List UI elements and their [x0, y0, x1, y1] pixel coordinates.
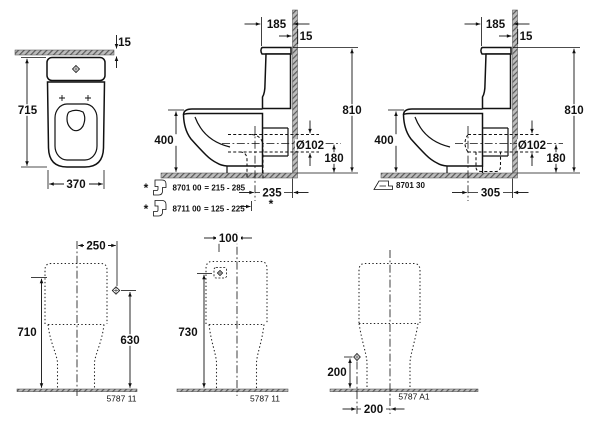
- floor-section-hatch: [160, 172, 298, 179]
- model-number: 5787 11: [106, 394, 136, 404]
- tank-outline-dashed: [205, 260, 268, 324]
- dim-outlet-height: 180: [546, 153, 565, 165]
- dim-outlet-to-wall: 305: [481, 188, 501, 200]
- pedestal-left: [358, 323, 368, 389]
- dim-wall-thickness: 15: [300, 31, 313, 43]
- note-1: 8701 00= 215 - 285: [173, 184, 246, 193]
- note-code: 8701 30: [396, 181, 425, 190]
- dim-inlet-offset: 200: [364, 404, 383, 416]
- dim-total-height: 810: [564, 105, 583, 117]
- dim-width: 370: [66, 179, 85, 191]
- note-2: 8711 00= 125 - 225: [173, 205, 246, 214]
- cistern-lid-profile: [480, 46, 512, 55]
- dim-total-height: 810: [342, 105, 361, 117]
- note-2-marker: *: [144, 202, 149, 216]
- pedestal-right: [93, 324, 105, 389]
- dim-cistern-depth: 185: [486, 19, 506, 31]
- pedestal-right: [255, 324, 265, 389]
- floor-outlet-elbow-icon: [153, 179, 167, 196]
- model-number: 5787 A1: [398, 392, 429, 402]
- outlet-shroud: [262, 127, 289, 157]
- dim-outlet-to-wall: 235: [262, 188, 282, 200]
- inlet-point-mark: [216, 269, 224, 277]
- pedestal-right: [409, 323, 419, 389]
- floor-outlet-elbow-short-icon: [153, 200, 167, 217]
- water-surface: [66, 109, 86, 132]
- wall-section-hatch: [512, 9, 518, 174]
- floor-section-hatch: [380, 172, 518, 179]
- pedestal-left: [47, 324, 59, 389]
- dim-rim-height: 400: [154, 135, 173, 147]
- bowl-profile: [182, 112, 264, 167]
- dim-rim-height: 400: [374, 135, 393, 147]
- bowl-plan: [46, 81, 106, 168]
- front-view-b: 100 730 5787 11: [176, 232, 289, 404]
- flush-button-mark: [71, 64, 81, 74]
- outlet-shroud: [482, 127, 509, 157]
- dim-depth: 715: [18, 105, 38, 117]
- dim-cistern-depth: 185: [267, 19, 287, 31]
- outlet-pipe-dashed: [468, 133, 540, 153]
- floor-line: [329, 388, 479, 392]
- dim-top-offset: 250: [86, 241, 105, 253]
- wall-section-hatch: [14, 49, 115, 56]
- seat-opening: [54, 103, 98, 161]
- tank-outline-dashed: [44, 262, 108, 324]
- front-view-c: 200 200 5787 A1: [327, 250, 479, 416]
- inlet-box: [213, 267, 227, 279]
- inlet-point-mark: [353, 352, 361, 362]
- side-view-horizontal-outlet: 185 15 400 Ø102 180 810 305 8701 30: [371, 9, 586, 201]
- inlet-point-mark: [111, 286, 121, 295]
- horizontal-outlet-connector-icon: [373, 180, 393, 190]
- hinge-marks: [59, 95, 91, 101]
- dim-outlet-diameter: Ø102: [518, 140, 546, 152]
- tank-outline-dashed: [358, 262, 421, 323]
- dim-inlet-height: 730: [178, 327, 197, 339]
- cistern-lid-profile: [260, 46, 292, 55]
- dim-overall-height: 710: [17, 327, 36, 339]
- model-number: 5787 11: [250, 394, 280, 404]
- floor-line: [176, 388, 289, 392]
- dim-inlet-offset: 100: [219, 233, 238, 245]
- dim-inlet-height: 630: [120, 335, 139, 347]
- pedestal-left: [208, 324, 218, 389]
- dim-wall-thickness: 15: [520, 31, 533, 43]
- dim-outlet-height: 180: [324, 153, 343, 165]
- dim-inlet-height: 200: [327, 367, 346, 379]
- footnote-marker: *: [269, 197, 274, 211]
- bowl-profile: [402, 112, 484, 167]
- dim-outlet-diameter: Ø102: [296, 140, 324, 152]
- front-view-a: 250 710 630 5787 11: [16, 239, 142, 404]
- cistern-profile: [261, 53, 292, 110]
- cistern-profile: [481, 53, 512, 110]
- note-1-marker: *: [144, 181, 149, 195]
- side-view-floor-outlet: 185 15 400 Ø102 180 810 235 * *: [144, 9, 364, 217]
- top-view: 15 715 370: [14, 35, 131, 191]
- dim-wall-gap: 15: [118, 37, 131, 49]
